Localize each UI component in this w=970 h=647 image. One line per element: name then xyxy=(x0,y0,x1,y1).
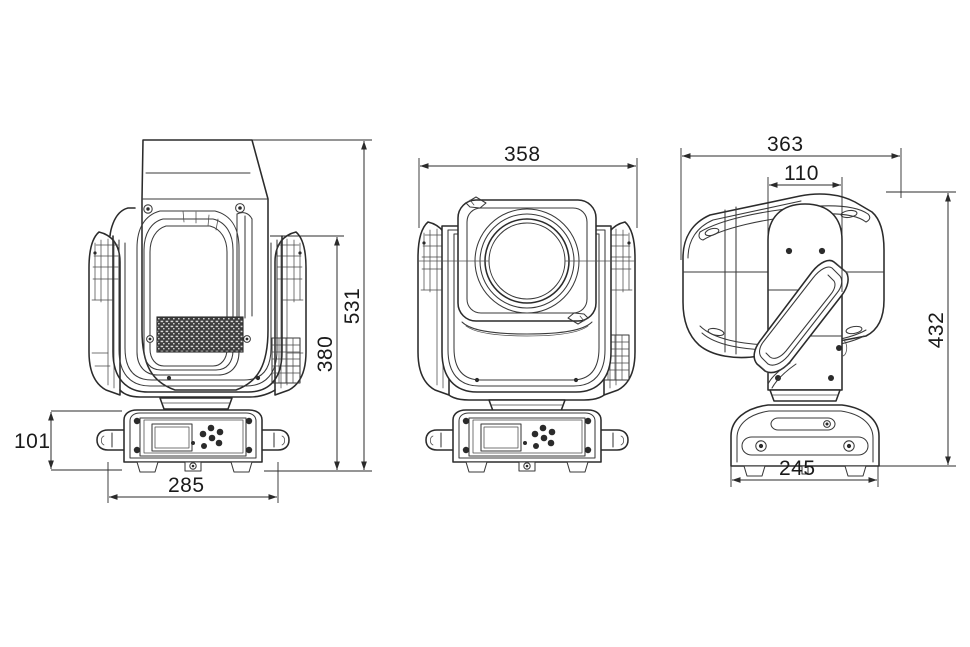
side-base-unit xyxy=(730,404,880,477)
rear-base-collar xyxy=(159,397,233,410)
rear-body-outline xyxy=(109,207,283,398)
dimension-432-label: 432 xyxy=(925,312,948,349)
base-control-buttons xyxy=(191,424,224,449)
dimension-245: 245 xyxy=(730,457,879,487)
side-view: 363 110 432 245 xyxy=(680,133,956,487)
dimension-285: 285 xyxy=(107,462,279,503)
dimension-380-label: 380 xyxy=(314,336,337,373)
dimension-531: 531 xyxy=(252,139,372,472)
dimension-363-label: 363 xyxy=(767,133,804,156)
dimension-531-label: 531 xyxy=(341,288,364,325)
rear-vent-grille xyxy=(156,316,244,353)
front-lens-assembly xyxy=(418,196,636,337)
dimension-110: 110 xyxy=(767,162,843,292)
dimension-101: 101 xyxy=(14,410,122,471)
dimension-101-label: 101 xyxy=(14,430,51,453)
dimension-285-label: 285 xyxy=(168,474,205,497)
rear-base-unit xyxy=(96,409,290,473)
side-yoke-arm xyxy=(753,259,849,389)
dimension-245-label: 245 xyxy=(779,457,816,480)
front-base-control-buttons xyxy=(523,424,556,449)
rear-view: 101 285 380 531 xyxy=(14,139,372,503)
rear-right-vent-block xyxy=(271,337,301,384)
dimension-363: 363 xyxy=(680,133,902,260)
dimension-110-label: 110 xyxy=(784,162,819,185)
dimension-358-label: 358 xyxy=(504,143,541,166)
front-view: 358 xyxy=(417,143,638,473)
front-base-unit xyxy=(425,409,629,473)
dimension-358: 358 xyxy=(418,143,638,228)
side-base-collar xyxy=(769,389,841,402)
